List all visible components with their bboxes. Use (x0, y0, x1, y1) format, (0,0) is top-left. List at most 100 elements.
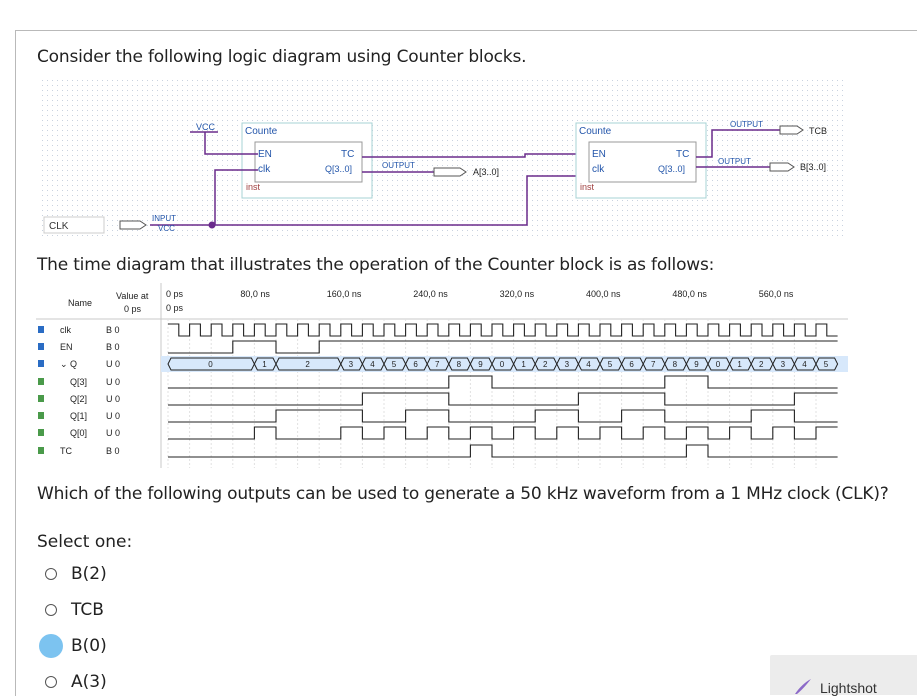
logic-diagram: Counte EN clk TC Q[3..0] inst VCC INPUT … (40, 78, 846, 240)
question-frame (15, 30, 917, 696)
bus-value: 7 (651, 360, 656, 369)
bus-value: 1 (262, 360, 267, 369)
signal-icon (38, 360, 44, 367)
option-label: A(3) (71, 672, 107, 692)
row-value: U 0 (106, 377, 120, 387)
counter1-q: Q[3..0] (325, 164, 352, 174)
lightshot-badge[interactable] (770, 655, 917, 695)
option-a-3[interactable]: A(3) (45, 669, 107, 695)
option-label: TCB (71, 600, 104, 620)
row-name: Q[3] (70, 377, 87, 387)
option-tcb[interactable]: TCB (45, 597, 104, 623)
signal-icon (38, 378, 44, 385)
header-name: Name (68, 298, 92, 308)
bus-value: 6 (413, 360, 418, 369)
output-tag-tcb: OUTPUT (730, 120, 763, 129)
header-value2: 0 ps (124, 304, 142, 314)
question-prompt: Which of the following outputs can be us… (37, 484, 889, 504)
lightshot-label: Lightshot (820, 680, 877, 696)
row-name: Q[2] (70, 394, 87, 404)
bus-value: 9 (478, 360, 483, 369)
counter2-tc: TC (676, 149, 689, 160)
radio-icon[interactable] (45, 676, 57, 688)
tick-label: 240,0 ns (413, 289, 448, 299)
row-name: Q[1] (70, 411, 87, 421)
bus-value: 3 (349, 360, 354, 369)
bus-value: 4 (370, 360, 375, 369)
counter2-title: Counte (579, 126, 612, 137)
counter1-tc: TC (341, 149, 354, 160)
tick-label: 320,0 ns (500, 289, 535, 299)
bus-value: 8 (673, 360, 678, 369)
row-name: Q[0] (70, 428, 87, 438)
bus-value: 5 (608, 360, 613, 369)
row-value: B 0 (106, 342, 120, 352)
timing-diagram: Name Value at 0 ps 0 ps 0 ps 80,0 ns 160,… (36, 283, 848, 468)
bus-value: 4 (802, 360, 807, 369)
option-b-0[interactable]: B(0) (39, 633, 107, 659)
tick-zero-b: 0 ps (166, 303, 184, 313)
row-name: clk (60, 325, 71, 335)
input-tag: INPUT (152, 214, 176, 223)
out-tcb-label: TCB (809, 126, 827, 136)
row-value: U 0 (106, 411, 120, 421)
bus-value: 5 (392, 360, 397, 369)
select-one-label: Select one: (37, 532, 133, 552)
radio-icon[interactable] (45, 604, 57, 616)
row-name: ⌄ Q (60, 359, 77, 369)
radio-icon[interactable] (45, 568, 57, 580)
signal-icon (38, 395, 44, 402)
row-name: TC (60, 446, 72, 456)
bus-value: 6 (629, 360, 634, 369)
option-label: B(2) (71, 564, 107, 584)
row-value: U 0 (106, 359, 120, 369)
option-b-2[interactable]: B(2) (45, 561, 107, 587)
row-value: B 0 (106, 325, 120, 335)
counter2-en: EN (592, 149, 606, 160)
row-value: U 0 (106, 394, 120, 404)
signal-icon (38, 326, 44, 333)
bus-value: 7 (435, 360, 440, 369)
row-name: EN (60, 342, 73, 352)
row-value: U 0 (106, 428, 120, 438)
tick-label: 480,0 ns (672, 289, 707, 299)
bus-value: 3 (565, 360, 570, 369)
bus-value: 1 (521, 360, 526, 369)
tick-label: 160,0 ns (327, 289, 362, 299)
bus-value: 3 (781, 360, 786, 369)
tick-label: 560,0 ns (759, 289, 794, 299)
tick-label: 400,0 ns (586, 289, 621, 299)
tick-label: 80,0 ns (240, 289, 270, 299)
radio-icon[interactable] (39, 634, 63, 658)
counter2-q: Q[3..0] (658, 164, 685, 174)
bus-value: 0 (716, 360, 721, 369)
bus-value: 0 (208, 360, 213, 369)
bus-value: 2 (759, 360, 764, 369)
bus-value: 9 (694, 360, 699, 369)
output-tag-a: OUTPUT (382, 161, 415, 170)
counter2-clk: clk (592, 164, 605, 175)
counter2-inst: inst (580, 182, 595, 192)
counter1-clk: clk (258, 164, 271, 175)
counter1-en: EN (258, 149, 272, 160)
question-intro: Consider the following logic diagram usi… (37, 47, 527, 67)
bus-value: 5 (824, 360, 829, 369)
option-label: B(0) (71, 636, 107, 656)
feather-icon (795, 679, 811, 694)
input-vcc: VCC (158, 224, 175, 233)
bus-value: 2 (305, 360, 310, 369)
timing-intro: The time diagram that illustrates the op… (37, 255, 715, 275)
bus-value: 1 (737, 360, 742, 369)
tick-zero: 0 ps (166, 289, 184, 299)
bus-value: 8 (457, 360, 462, 369)
header-value: Value at (116, 291, 149, 301)
bus-value: 4 (586, 360, 591, 369)
signal-icon (38, 447, 44, 454)
row-value: B 0 (106, 446, 120, 456)
vcc-label: VCC (196, 122, 216, 132)
bus-value: 2 (543, 360, 548, 369)
signal-icon (38, 412, 44, 419)
counter1-inst: inst (246, 182, 261, 192)
counter1-title: Counte (245, 126, 278, 137)
clk-pin: CLK (49, 221, 69, 232)
